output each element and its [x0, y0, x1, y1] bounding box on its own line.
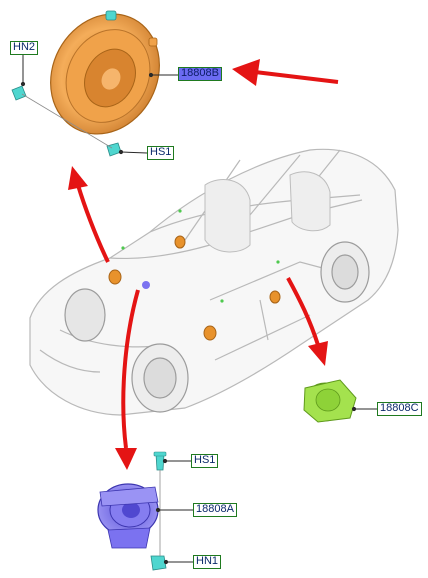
location-rear-door-left	[174, 235, 186, 249]
location-dot	[220, 299, 224, 303]
location-front-door-left	[108, 269, 122, 285]
front-speaker-18808b	[50, 10, 160, 135]
callout-18808b: 18808B	[178, 67, 222, 81]
location-rear-door-right	[269, 290, 281, 304]
car-seats	[204, 171, 331, 253]
tweeter-speaker-18808a	[97, 483, 159, 549]
location-front-door-right	[203, 325, 217, 341]
car-speaker-locations	[108, 209, 281, 341]
callout-18808c: 18808C	[377, 402, 422, 416]
callout-18808a: 18808A	[193, 503, 237, 517]
rear-speaker-18808c	[303, 379, 357, 423]
arrow-to-front-speaker	[68, 166, 110, 263]
callout-hs1-bottom: HS1	[191, 454, 219, 468]
leader-lines	[20, 55, 377, 565]
fastener-hn1	[150, 555, 167, 571]
fastener-axis-line	[21, 93, 113, 149]
callout-hn2: HN2	[10, 41, 39, 55]
callout-hn1: HN1	[193, 555, 222, 569]
highlight-arrow	[232, 59, 339, 86]
arrow-to-tweeter	[115, 289, 140, 470]
arrow-to-rear-speaker	[286, 277, 328, 366]
location-dot	[276, 260, 280, 264]
fastener-hn2	[11, 85, 27, 101]
fastener-hs1-top	[106, 142, 122, 157]
fastener-hs1-bottom	[153, 451, 167, 471]
location-dot	[121, 246, 125, 250]
pointer-arrows	[68, 59, 339, 470]
callout-hs1-top: HS1	[147, 146, 175, 160]
location-tweeter	[142, 281, 150, 289]
car-wheels	[64, 241, 370, 413]
location-dot	[178, 209, 182, 213]
